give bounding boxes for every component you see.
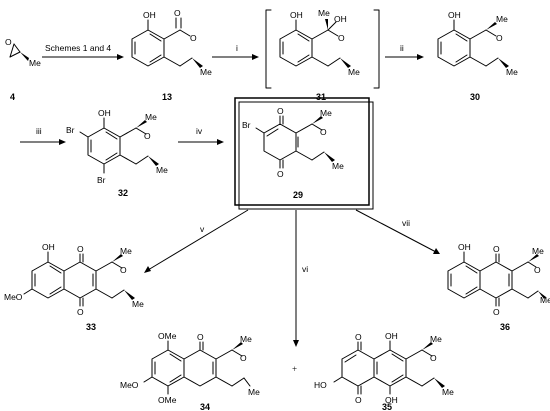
compound-36-label: 36	[500, 322, 510, 332]
c35-methyl-top: Me	[430, 334, 442, 344]
c29-bromo: Br	[242, 120, 251, 130]
reagent-vi: vi	[302, 264, 308, 274]
c13-carbonyl-oxygen: O	[174, 8, 181, 18]
c31-hemiketal-oh: OH	[334, 14, 347, 24]
c30-methyl-top: Me	[496, 14, 508, 24]
compound-29-label: 29	[293, 190, 303, 200]
c13-ring-oxygen: O	[190, 33, 197, 43]
c29-quinone-oxygen-bottom: O	[277, 169, 284, 179]
c35-quinone-oxygen-top: O	[355, 332, 362, 342]
c35-hydroxyl-left: HO	[314, 380, 327, 390]
c29-ring-oxygen: O	[320, 127, 327, 137]
c34-methoxy-bottom: OMe	[158, 395, 177, 405]
c31-ring-oxygen: O	[338, 33, 345, 43]
c13-methyl: Me	[200, 67, 212, 77]
compound-35-structure	[333, 340, 445, 395]
c32-hydroxyl: OH	[98, 108, 111, 118]
c31-methyl: Me	[348, 67, 360, 77]
compound-34-label: 34	[200, 402, 210, 411]
plus-sign: +	[292, 364, 297, 374]
c30-ring-oxygen: O	[496, 33, 503, 43]
reagent-schemes-label: Schemes 1 and 4	[45, 43, 111, 53]
compound-29-structure	[255, 115, 335, 169]
compound-35-label: 35	[382, 402, 392, 411]
reagent-v: v	[200, 224, 205, 234]
reagent-iii: iii	[36, 126, 42, 136]
c32-ring-oxygen: O	[144, 131, 151, 141]
c35-quinone-oxygen-bottom: O	[355, 395, 362, 405]
compound-29-box	[234, 97, 370, 206]
compound-31-structure	[279, 19, 351, 68]
c32-methyl: Me	[156, 165, 168, 175]
compound-36-structure	[447, 251, 546, 307]
epoxide-oxygen: O	[5, 37, 12, 47]
c30-methyl: Me	[506, 67, 518, 77]
c36-quinone-oxygen-top: O	[493, 244, 500, 254]
compound-4-structure: O Me	[5, 37, 41, 68]
c33-hydroxyl: OH	[42, 242, 55, 252]
c34-methoxy-left: MeO	[120, 380, 139, 390]
c33-methyl: Me	[132, 299, 144, 309]
c33-ring-oxygen: O	[120, 265, 127, 275]
c33-methoxy: MeO	[4, 292, 23, 302]
arrow-29-to-33	[147, 209, 249, 271]
bracket-left	[265, 9, 272, 89]
c35-ring-oxygen: O	[430, 353, 437, 363]
reagent-ii: ii	[400, 43, 404, 53]
c35-hydroxyl-top: OH	[385, 331, 398, 341]
c35-methyl: Me	[442, 387, 454, 397]
c13-hydroxyl: OH	[143, 10, 156, 20]
compound-33-structure	[23, 251, 135, 307]
arrow-29-to-36	[355, 209, 437, 253]
compound-30-structure	[437, 19, 509, 68]
c34-methyl-top: Me	[240, 334, 252, 344]
compound-13-label: 13	[162, 92, 172, 102]
c32-bromo-bottom: Br	[97, 175, 106, 185]
compound-32-structure	[79, 117, 159, 174]
c36-hydroxyl: OH	[458, 242, 471, 252]
compound-29-box-shadow	[238, 101, 374, 210]
c33-methyl-top: Me	[120, 246, 132, 256]
compound-32-label: 32	[118, 188, 128, 198]
compound-33-label: 33	[86, 322, 96, 332]
c30-hydroxyl: OH	[448, 10, 461, 20]
reagent-iv: iv	[196, 126, 203, 136]
compound-31-label: 31	[316, 92, 326, 102]
compound-30-label: 30	[470, 92, 480, 102]
c31-hydroxyl: OH	[290, 10, 303, 20]
c29-quinone-oxygen-top: O	[277, 106, 284, 116]
c33-quinone-oxygen-top: O	[77, 244, 84, 254]
reagent-i: i	[236, 43, 238, 53]
c36-quinone-oxygen-bottom: O	[493, 307, 500, 317]
c29-methyl-top: Me	[320, 108, 332, 118]
reagent-vii: vii	[402, 218, 410, 228]
c29-methyl: Me	[332, 161, 344, 171]
c32-bromo-top: Br	[66, 125, 75, 135]
c34-ring-oxygen: O	[240, 353, 247, 363]
bracket-right	[373, 9, 380, 89]
c36-methyl-top: Me	[532, 246, 544, 256]
c32-methyl-top: Me	[145, 112, 157, 122]
c33-quinone-oxygen-bottom: O	[77, 307, 84, 317]
c34-quinone-oxygen: O	[197, 332, 204, 342]
c36-ring-oxygen: O	[534, 265, 541, 275]
c34-methyl: Me	[248, 387, 260, 397]
methyl-label: Me	[29, 58, 41, 68]
c35-hydroxyl-bottom: OH	[385, 395, 398, 405]
c34-methoxy-top: OMe	[158, 331, 177, 341]
compound-13-structure	[131, 17, 203, 68]
c36-methyl: Me	[540, 295, 550, 305]
compound-34-structure	[143, 340, 251, 395]
c31-methyl-top: Me	[318, 8, 330, 18]
compound-4-label: 4	[10, 92, 15, 102]
